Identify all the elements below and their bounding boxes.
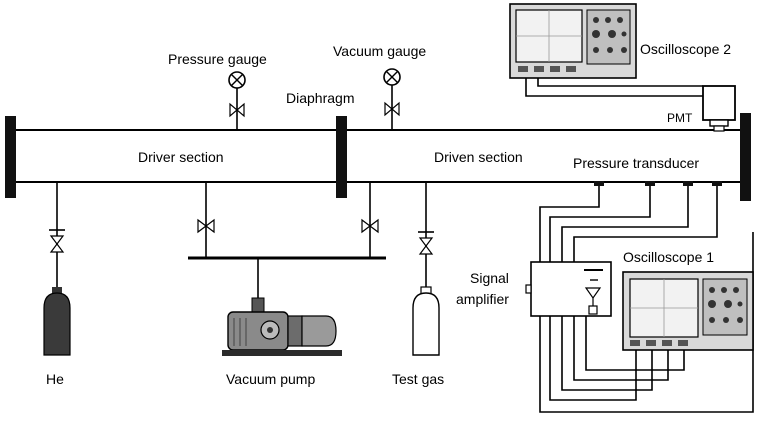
pressure-gauge-label: Pressure gauge: [168, 51, 267, 67]
pmt-wires: [525, 78, 703, 97]
pressure-transducers: [594, 181, 722, 186]
vacuum-pump-icon: [222, 297, 342, 356]
he-cylinder-icon: [43, 287, 71, 356]
vacuum-pump-label: Vacuum pump: [226, 371, 315, 387]
he-gas-line: [49, 182, 65, 290]
he-label: He: [46, 371, 64, 387]
pmt-icon: [702, 85, 736, 132]
oscilloscope-2-icon: [509, 3, 637, 79]
pressure-gauge-icon: [228, 71, 246, 130]
test-gas-cylinder-icon: [412, 286, 440, 356]
transducer-1: [594, 181, 604, 186]
signal-amplifier-label-line1: Signal: [470, 270, 509, 286]
driven-section-label: Driven section: [434, 149, 523, 165]
diaphragm-label: Diaphragm: [286, 90, 354, 106]
vacuum-gauge-label: Vacuum gauge: [333, 43, 426, 59]
end-flange-right: [740, 113, 751, 201]
transducer-2: [645, 181, 655, 186]
vacuum-gauge-icon: [383, 68, 401, 130]
driver-section-label: Driver section: [138, 149, 224, 165]
shock-tube: [5, 113, 751, 201]
pmt-label: PMT: [667, 111, 693, 125]
end-flange-left: [5, 116, 16, 198]
transducer-signal-wires: [539, 186, 754, 413]
oscilloscope-1-icon: [622, 271, 754, 351]
diaphragm-flange: [336, 116, 347, 198]
signal-amplifier-label-line2: amplifier: [456, 291, 509, 307]
oscilloscope-1-label: Oscilloscope 1: [623, 249, 714, 265]
pressure-transducer-label: Pressure transducer: [573, 155, 699, 171]
test-gas-line: [418, 182, 434, 290]
vacuum-manifold: [188, 182, 386, 300]
transducer-3: [683, 181, 693, 186]
transducer-4: [712, 181, 722, 186]
test-gas-label: Test gas: [392, 371, 444, 387]
oscilloscope-2-label: Oscilloscope 2: [640, 41, 731, 57]
signal-amplifier-box: [525, 261, 612, 317]
